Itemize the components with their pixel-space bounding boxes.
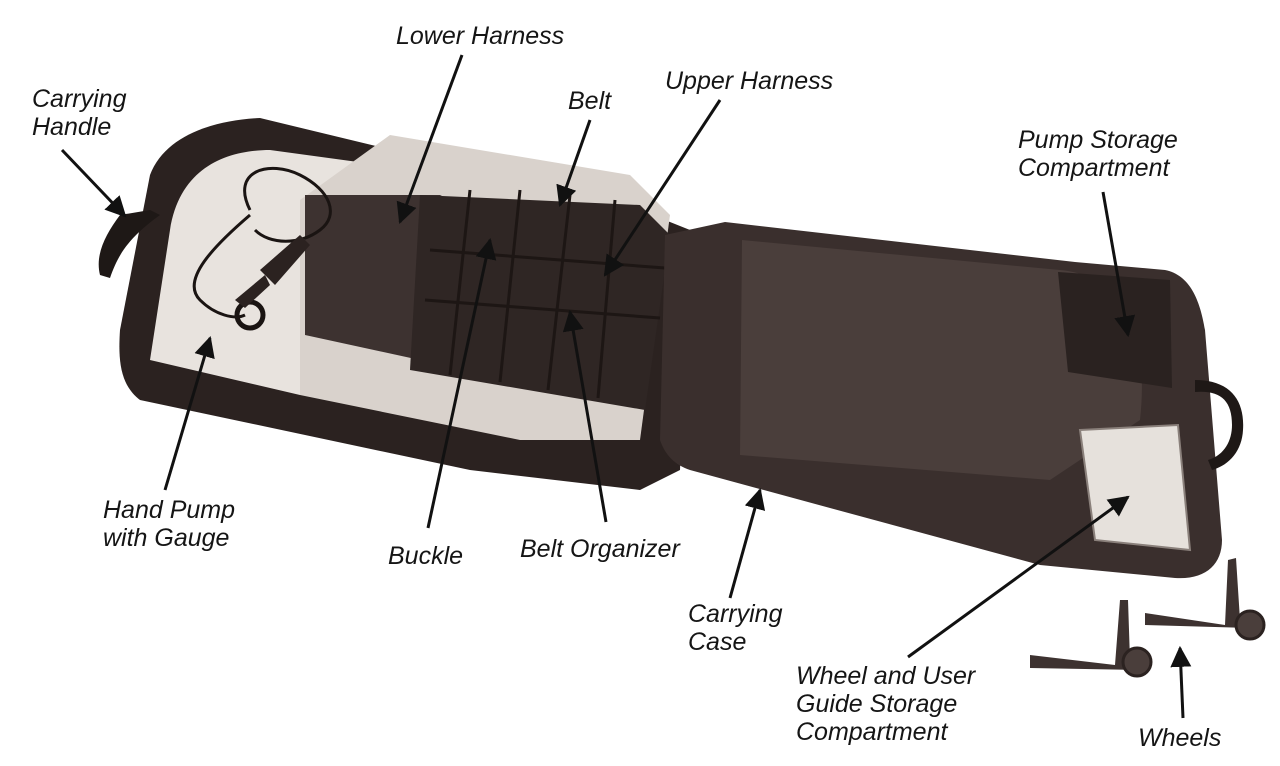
label-buckle: Buckle xyxy=(388,542,464,570)
label-pump-storage-compartment: Pump Storage Compartment xyxy=(1018,126,1178,182)
arrow-upper-harness xyxy=(603,99,722,277)
arrow-carrying-handle xyxy=(60,148,127,218)
arrow-hand-pump xyxy=(163,335,215,491)
case-left-half xyxy=(98,118,690,490)
arrow-wheels xyxy=(1170,645,1192,719)
label-belt-organizer: Belt Organizer xyxy=(520,535,680,563)
label-wheels: Wheels xyxy=(1138,724,1222,752)
label-belt: Belt xyxy=(568,87,612,115)
label-hand-pump: Hand Pump with Gauge xyxy=(103,496,236,552)
arrow-wheel-guide-storage xyxy=(907,495,1130,659)
arrow-pump-storage xyxy=(1101,191,1136,338)
label-upper-harness: Upper Harness xyxy=(665,67,834,95)
pump-storage-compartment xyxy=(1058,272,1172,388)
arrow-carrying-case xyxy=(728,487,766,599)
left-carrying-handle xyxy=(98,210,160,278)
hand-pump xyxy=(192,166,332,331)
right-carrying-handle xyxy=(1195,380,1244,470)
case-right-half xyxy=(660,222,1244,579)
belt-organizer xyxy=(410,189,670,410)
arrow-buckle xyxy=(426,237,497,529)
label-wheel-guide-storage: Wheel and User Guide Storage Compartment xyxy=(796,662,976,746)
inner-panel xyxy=(740,240,1142,480)
arrow-belt-organizer xyxy=(562,309,608,523)
arrow-lower-harness xyxy=(396,54,464,224)
label-carrying-case: Carrying Case xyxy=(688,600,783,656)
label-carrying-handle: Carrying Handle xyxy=(32,85,127,141)
user-guide-paper xyxy=(1078,423,1192,552)
arrow-belt xyxy=(556,119,592,207)
wheels xyxy=(1030,558,1266,678)
label-lower-harness: Lower Harness xyxy=(396,22,565,50)
